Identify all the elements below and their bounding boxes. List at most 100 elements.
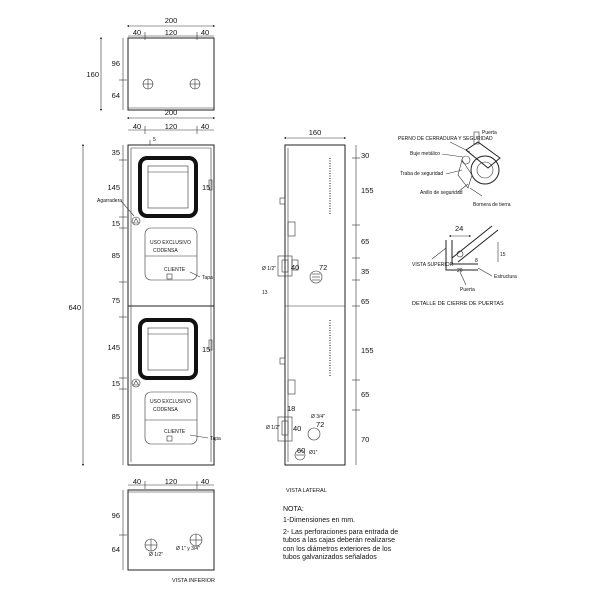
side-dim-18: 18 xyxy=(287,404,295,413)
upper-meter-panel xyxy=(144,227,198,281)
side-dim-40a: 40 xyxy=(291,263,299,272)
front-seg-1: 40 xyxy=(133,122,141,131)
door-label-structure: Estructura xyxy=(494,274,517,280)
side-h-65b: 65 xyxy=(361,297,369,306)
side-h-155b: 155 xyxy=(361,346,374,355)
lower-window xyxy=(138,318,198,380)
front-height-ticks xyxy=(119,159,127,390)
bottom-view: Ø 1/2" Ø 1" y 3/4" 40 120 40 96 64 VISTA… xyxy=(112,477,215,584)
side-pipe-3: Ø 3/4" xyxy=(311,414,325,420)
notes-block: NOTA: 1-Dimensiones en mm. 2- Las perfor… xyxy=(283,506,401,562)
upper-window-dim: 15 xyxy=(202,183,210,192)
door-dim-15: 15 xyxy=(500,252,506,258)
side-h-30: 30 xyxy=(361,151,369,160)
side-view-box xyxy=(284,144,346,466)
side-h-65a: 65 xyxy=(361,237,369,246)
bottom-h-96: 96 xyxy=(112,511,120,520)
front-offset: 5 xyxy=(153,137,156,143)
notes-item-1: 1-Dimensiones en mm. xyxy=(283,517,355,525)
door-dim-8: 8 xyxy=(475,258,478,264)
front-seg-3: 40 xyxy=(201,122,209,131)
front-h-35: 35 xyxy=(112,148,120,157)
front-view-box xyxy=(127,144,215,466)
top-view-h-96: 96 xyxy=(112,59,120,68)
label-door-top: Puerta xyxy=(482,130,497,136)
bottom-view-caption: VISTA INFERIOR xyxy=(172,578,215,584)
side-h-70: 70 xyxy=(361,435,369,444)
bottom-pipe-1: Ø 1/2" xyxy=(149,552,163,558)
door-dim-24: 24 xyxy=(455,224,463,233)
notes-item-2: 2- Las perforaciones para entrada de tub… xyxy=(283,528,399,562)
upper-window xyxy=(138,156,198,218)
front-h-75: 75 xyxy=(112,296,120,305)
side-dim-13: 13 xyxy=(262,290,268,296)
side-lower-port-small xyxy=(294,449,306,461)
top-view-seg-2: 120 xyxy=(165,28,178,37)
label-bushing: Buje metálico xyxy=(410,151,440,157)
side-dim-60: 60 xyxy=(297,446,305,455)
door-label-view: VISTA SUPERIOR xyxy=(412,262,454,268)
door-detail-frame xyxy=(445,240,478,271)
side-height-ticks xyxy=(352,157,360,411)
top-view-seg-1: 40 xyxy=(133,28,141,37)
side-pipe-1: Ø 1/2" xyxy=(262,266,276,272)
bottom-h-64: 64 xyxy=(112,545,120,554)
door-detail: 24 15 20 8 VISTA SUPERIOR Puerta Estruct… xyxy=(412,224,517,307)
bottom-seg-3: 40 xyxy=(201,477,209,486)
lower-panel-line2: CODENSA xyxy=(153,407,178,413)
door-label-door: Puerta xyxy=(460,287,475,293)
door-detail-caption: DETALLE DE CIERRE DE PUERTAS xyxy=(412,301,504,307)
front-h-85a: 85 xyxy=(112,251,120,260)
side-dim-72b: 72 xyxy=(316,420,324,429)
side-dim-60b: Ø1" xyxy=(309,450,318,456)
top-view: 200 40 120 40 160 96 64 xyxy=(86,16,216,112)
lower-meter-panel xyxy=(144,391,198,445)
label-security-ring: Anillo de seguridad xyxy=(420,190,463,196)
side-dim-40b: 40 xyxy=(293,424,301,433)
label-agarradera: Agarradera xyxy=(97,198,122,204)
front-h-145b: 145 xyxy=(107,343,120,352)
side-h-35: 35 xyxy=(361,267,369,276)
front-view: USO EXCLUSIVO CODENSA CLIENTE USO EXCLUS… xyxy=(68,108,221,467)
label-security-lock: Traba de seguridad xyxy=(400,171,443,177)
top-view-h-64: 64 xyxy=(112,91,120,100)
lower-panel-line1: USO EXCLUSIVO xyxy=(150,399,191,405)
door-dim-20: 20 xyxy=(457,268,463,274)
side-view-caption: VISTA LATERAL xyxy=(286,488,327,494)
side-dim-72a: 72 xyxy=(319,263,327,272)
side-h-155a: 155 xyxy=(361,186,374,195)
lower-label-tapa: Tapa xyxy=(210,436,221,442)
front-seg-2: 120 xyxy=(165,122,178,131)
top-view-overall-width: 200 xyxy=(165,16,178,25)
top-view-box xyxy=(127,37,215,111)
top-view-height: 160 xyxy=(86,70,99,79)
label-bolt: PERNO DE CERRADURA Y SEGURIDAD xyxy=(398,136,493,142)
side-width: 160 xyxy=(309,128,322,137)
front-h-85b: 85 xyxy=(112,412,120,421)
side-h-65c: 65 xyxy=(361,390,369,399)
upper-panel-line2: CODENSA xyxy=(153,248,178,254)
lower-panel-cliente: CLIENTE xyxy=(164,429,186,435)
front-h-15b: 15 xyxy=(112,379,120,388)
front-h-15a: 15 xyxy=(112,219,120,228)
side-pipe-2: Ø 1/2" xyxy=(266,425,280,431)
front-overall-width: 200 xyxy=(165,108,178,117)
upper-panel-line1: USO EXCLUSIVO xyxy=(150,240,191,246)
label-ground: Bornera de tierra xyxy=(473,202,511,208)
lock-detail: PERNO DE CERRADURA Y SEGURIDAD Puerta Bu… xyxy=(398,130,511,208)
notes-title: NOTA: xyxy=(283,506,304,513)
bottom-pipe-2: Ø 1" y 3/4" xyxy=(176,546,200,552)
bottom-seg-2: 120 xyxy=(165,477,178,486)
front-total-height: 640 xyxy=(68,303,81,312)
lock-body xyxy=(470,155,500,185)
side-upper-port xyxy=(309,270,323,284)
top-view-seg-3: 40 xyxy=(201,28,209,37)
upper-panel-cliente: CLIENTE xyxy=(164,267,186,273)
lower-window-dim: 15 xyxy=(202,345,210,354)
bottom-view-box xyxy=(127,489,215,571)
bottom-seg-1: 40 xyxy=(133,477,141,486)
side-lower-port xyxy=(307,427,321,441)
front-h-145a: 145 xyxy=(107,183,120,192)
